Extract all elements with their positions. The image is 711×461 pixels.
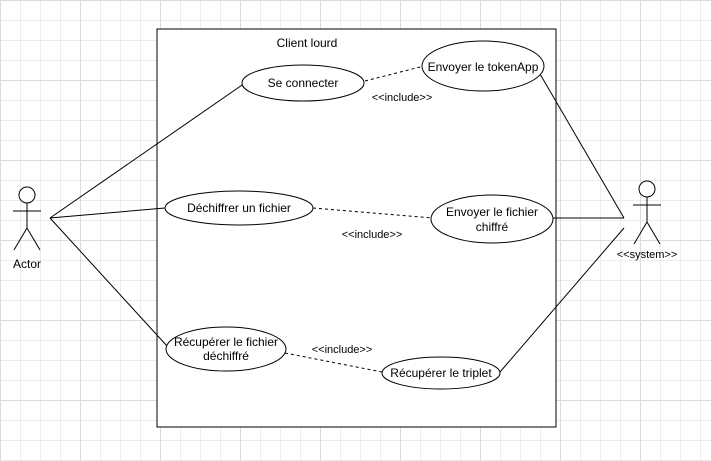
use-case-label: Se connecter (268, 76, 339, 90)
use-case-label: Récupérer le triplet (390, 366, 492, 380)
association-actor-recuperer-fichier[interactable] (49, 217, 168, 347)
association-system-envoyer-token[interactable] (539, 73, 625, 219)
actor-left-label: Actor (13, 257, 41, 271)
association-system-recuperer-triplet[interactable] (499, 227, 625, 373)
use-case-recuperer-triplet[interactable]: Récupérer le triplet (381, 356, 501, 390)
use-case-label-line1: Envoyer le fichier (446, 205, 538, 219)
include-recuperer-fichier-triplet[interactable] (284, 352, 383, 373)
actor-head-icon (18, 186, 36, 204)
actor-head-icon (638, 180, 656, 198)
system-boundary-title: Client lourd (277, 36, 338, 50)
use-case-label: Envoyer le tokenApp (428, 60, 539, 74)
use-case-envoyer-fichier[interactable]: Envoyer le fichier chiffré (430, 194, 554, 244)
use-case-se-connecter[interactable]: Se connecter (241, 64, 365, 102)
actor-right[interactable] (633, 180, 661, 245)
association-actor-dechiffrer[interactable] (49, 207, 166, 219)
include-label-1: <<include>> (372, 92, 433, 104)
use-case-label-line2: chiffré (476, 220, 509, 234)
include-se-connecter-envoyer-token[interactable] (364, 64, 429, 82)
include-label-2: <<include>> (342, 229, 403, 241)
use-case-label-line2: déchiffré (203, 349, 249, 363)
use-case-recuperer-fichier[interactable]: Récupérer le fichier déchiffré (165, 326, 287, 372)
use-case-dechiffrer[interactable]: Déchiffrer un fichier (164, 190, 314, 226)
include-dechiffrer-envoyer-fichier[interactable] (312, 207, 433, 219)
use-case-label: Déchiffrer un fichier (187, 201, 291, 215)
association-actor-se-connecter[interactable] (49, 82, 246, 219)
actor-right-label: <<system>> (617, 249, 678, 261)
use-case-envoyer-token[interactable]: Envoyer le tokenApp (421, 40, 545, 92)
actor-left[interactable] (13, 186, 41, 251)
use-case-label-line1: Récupérer le fichier (174, 335, 278, 349)
include-label-3: <<include>> (312, 344, 373, 356)
